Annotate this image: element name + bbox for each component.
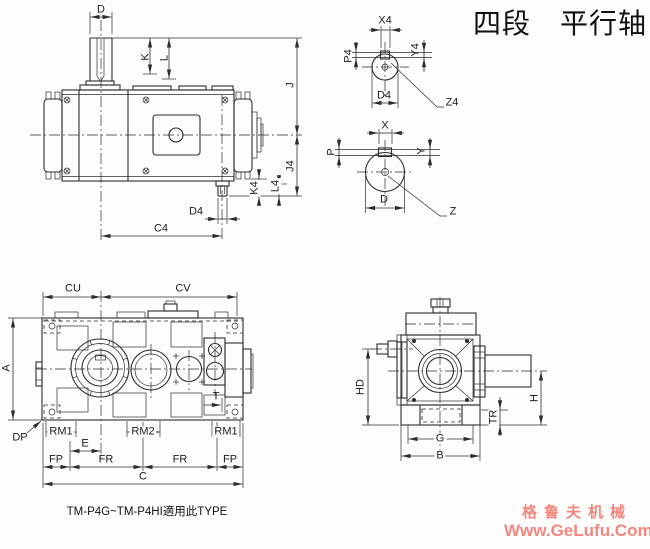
dim-label-fp-right: FP xyxy=(222,453,238,466)
shaft-section-4 xyxy=(352,26,444,108)
output-shaft xyxy=(484,354,532,388)
dim-label-b: B xyxy=(434,449,446,462)
dim-label-rm1-left: RM1 xyxy=(47,425,75,438)
dim-label-k4: K4 xyxy=(248,179,261,197)
dim-label-c: C xyxy=(139,470,147,483)
dim-label-fr-left: FR xyxy=(98,453,114,466)
dim-label-fp-left: FP xyxy=(48,453,64,466)
dim-label-x: X xyxy=(381,119,389,132)
bolt-symbols xyxy=(63,96,229,175)
top-side-view xyxy=(30,12,302,241)
breather-plug xyxy=(163,303,178,312)
input-shaft-collar xyxy=(79,84,121,91)
dim-label-d4: D4 xyxy=(188,205,204,218)
watermark-url: Www.GeLufu.Com xyxy=(504,520,650,540)
breather-plate xyxy=(147,310,199,319)
dim-label-j4: J4 xyxy=(284,160,297,172)
dim-label-z4: Z4 xyxy=(445,96,459,109)
output-shaft-collar xyxy=(215,180,230,187)
output-bore xyxy=(417,348,463,394)
dim-label-k: K xyxy=(139,53,152,61)
dim-label-d-section: D xyxy=(380,193,388,206)
page-title: 四段 平行轴 xyxy=(472,9,648,40)
dim-label-j: J xyxy=(284,82,297,88)
dim-label-x4: X4 xyxy=(378,14,392,27)
gear-bore-large xyxy=(70,338,130,398)
dim-label-c4: C4 xyxy=(153,222,169,235)
drain-plug xyxy=(35,361,43,387)
dim-label-d4-section: D4 xyxy=(376,89,392,102)
dim-label-l: L xyxy=(158,54,171,62)
shaft-section xyxy=(335,129,447,217)
watermark: 格鲁夫机械 Www.GeLufu.Com xyxy=(504,505,650,540)
dim-label-g: G xyxy=(433,432,447,445)
dim-label-cu: CU xyxy=(65,282,81,295)
dim-label-d: D xyxy=(97,3,105,16)
dim-label-y4: Y4 xyxy=(409,43,422,57)
watermark-company: 格鲁夫机械 xyxy=(521,505,632,521)
dim-label-p: P xyxy=(325,148,338,156)
dim-label-t: T xyxy=(212,390,220,403)
dim-label-hd: HD xyxy=(354,379,367,395)
dim-label-dp: DP xyxy=(12,431,28,444)
dim-label-cv: CV xyxy=(175,282,191,295)
dim-label-tr: TR xyxy=(487,407,500,427)
dim-label-rm1-right: RM1 xyxy=(212,425,240,438)
dim-label-a: A xyxy=(0,364,13,372)
dim-label-fr-right: FR xyxy=(172,453,188,466)
oil-plug xyxy=(430,298,451,308)
dim-label-z: Z xyxy=(449,205,457,218)
dim-label-l4: L4 xyxy=(269,177,282,195)
front-view xyxy=(8,291,254,488)
dim-label-p4: P4 xyxy=(342,49,355,63)
dim-label-y: Y xyxy=(415,147,428,155)
side-end-view xyxy=(362,297,547,461)
dim-label-e: E xyxy=(81,437,89,450)
dim-label-rm2: RM2 xyxy=(129,425,157,438)
applicability-note: TM-P4G~TM-P4HI適用此TYPE xyxy=(66,506,228,518)
dim-label-h: H xyxy=(528,394,541,402)
